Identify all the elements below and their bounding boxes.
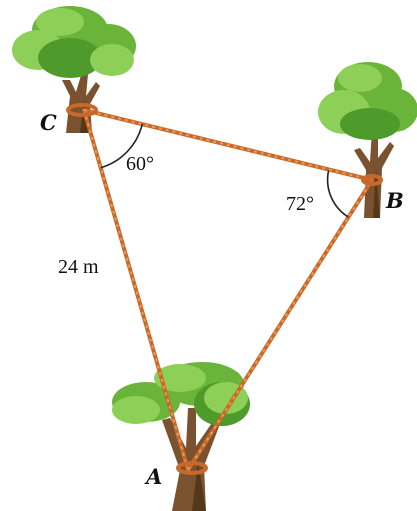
rope-side-ab-texture [187,179,373,471]
rope-side-cb-texture [83,109,373,181]
tree-icon [112,362,250,511]
tree-c [12,6,136,133]
rope-triangle [82,108,374,472]
rope-knots [66,103,383,475]
angle-label-c: 60° [126,153,154,175]
tree-icon [318,62,417,218]
vertex-label-b: B [385,188,404,213]
tree-a-leaf [112,396,160,424]
tree-icon [12,6,136,133]
tree-a-trunk-shade [192,462,206,511]
knot-b [361,174,383,186]
tree-b-trunk-shade [373,168,380,218]
knot-a [176,461,208,475]
angle-arc-c [100,123,144,169]
angle-label-b: 72° [286,193,314,215]
vertex-label-a: A [144,464,162,489]
tree-a [112,362,250,511]
tree-c-leaf [90,44,134,76]
knot-c [66,103,98,117]
rope-side-ca [82,108,190,472]
tree-c-leaf [38,38,102,78]
side-label-ca: 24 m [58,256,99,278]
tree-b-trunk [354,130,394,218]
tree-c-trunk [62,72,100,133]
tree-a-leaf [154,364,206,392]
vertex-label-c: C [40,110,57,135]
tree-b-leaf [340,108,400,140]
tree-b-leaf [338,64,382,92]
tree-c-leaf [36,8,84,36]
tree-b [318,62,417,218]
angle-arc-b [326,170,349,218]
